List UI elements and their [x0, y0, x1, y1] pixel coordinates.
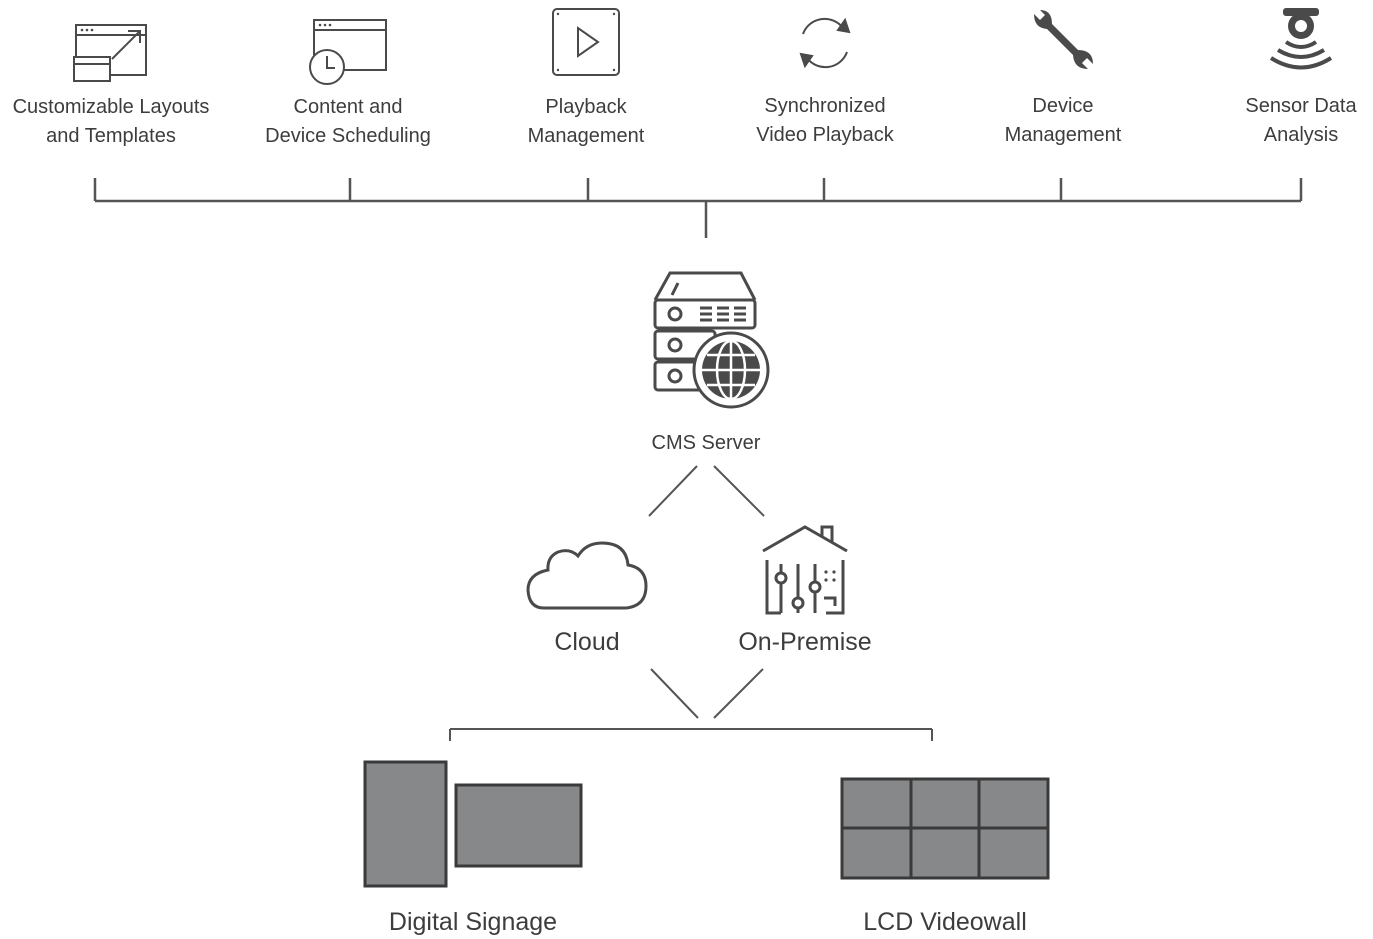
- server-label: CMS Server: [652, 432, 761, 454]
- feature-label: Management: [528, 125, 645, 147]
- feature-label: Device: [1032, 95, 1093, 117]
- videowall-icon: [840, 777, 1050, 880]
- on-premise-label: On-Premise: [738, 628, 871, 656]
- schedule-clock-icon: [309, 19, 387, 85]
- feature-label: Content and: [294, 96, 403, 118]
- feature-label: Sensor Data: [1245, 95, 1357, 117]
- digital-signage-icon: [363, 760, 583, 888]
- wrench-icon: [1034, 10, 1093, 69]
- sensor-icon: [1269, 8, 1333, 70]
- feature-label: and Templates: [46, 125, 176, 147]
- server-connectors: [648, 465, 765, 517]
- feature-label: Customizable Layouts: [13, 96, 210, 118]
- feature-label: Device Scheduling: [265, 125, 431, 147]
- play-icon: [552, 8, 620, 76]
- feature-label: Playback: [545, 96, 627, 118]
- feature-label: Video Playback: [756, 124, 895, 146]
- server-globe-icon: [653, 271, 770, 409]
- sync-icon: [799, 17, 851, 69]
- layout-template-icon: [73, 24, 147, 82]
- feature-label: Management: [1005, 124, 1122, 146]
- features-bracket: [93, 178, 1303, 238]
- smart-home-icon: [762, 525, 848, 615]
- videowall-label: LCD Videowall: [863, 908, 1027, 936]
- deployment-connectors: [449, 668, 933, 741]
- cloud-label: Cloud: [554, 628, 619, 656]
- cloud-icon: [526, 541, 648, 610]
- feature-label: Synchronized: [764, 95, 885, 117]
- feature-label: Analysis: [1264, 124, 1338, 146]
- digital-signage-label: Digital Signage: [389, 908, 557, 936]
